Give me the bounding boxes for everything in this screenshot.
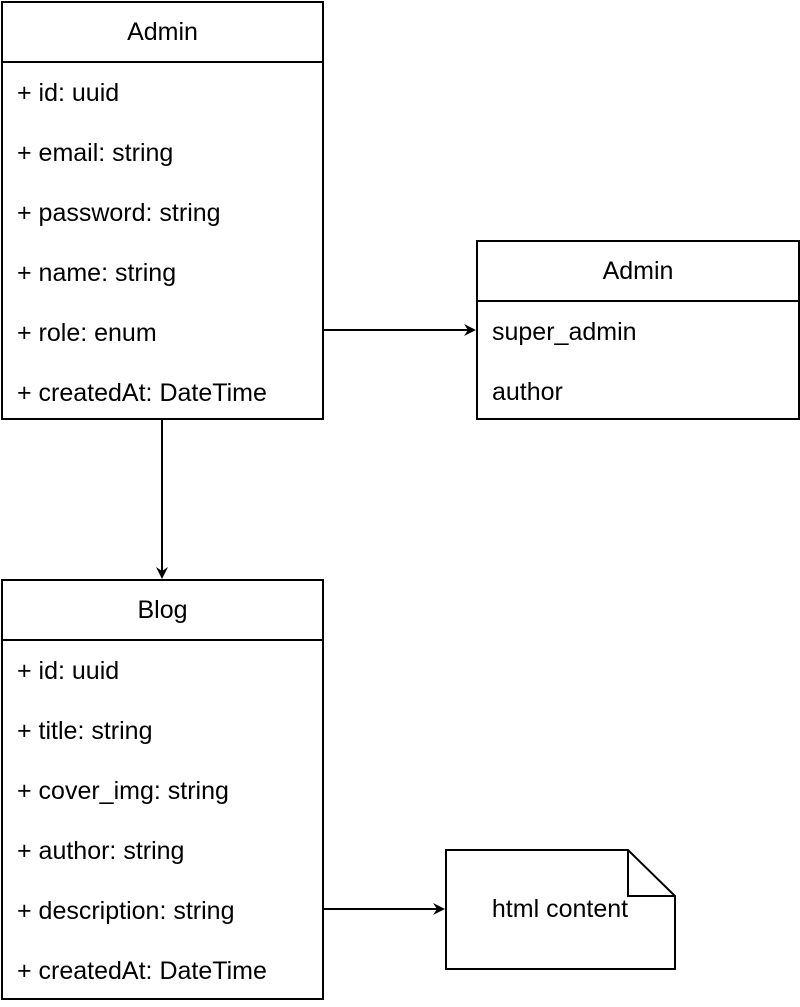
blog-attr-created-at: + createdAt: DateTime xyxy=(17,956,267,985)
role-enum-title: Admin xyxy=(478,242,798,302)
admin-attr-created-at: + createdAt: DateTime xyxy=(17,378,267,407)
admin-attr-password: + password: string xyxy=(17,198,221,227)
role-enum-value-author: author xyxy=(492,377,563,406)
admin-attr-email: + email: string xyxy=(17,138,174,167)
admin-attr-id: + id: uuid xyxy=(17,78,120,107)
admin-class-box[interactable]: Admin + id: uuid + email: string + passw… xyxy=(1,1,324,420)
blog-class-title: Blog xyxy=(3,581,322,641)
blog-attr-id: + id: uuid xyxy=(17,656,120,685)
role-enum-box[interactable]: Admin super_admin author xyxy=(476,240,800,420)
blog-attr-title: + title: string xyxy=(17,716,153,745)
note-shape xyxy=(445,849,676,970)
note-fold xyxy=(627,850,675,897)
blog-class-box[interactable]: Blog + id: uuid + title: string + cover_… xyxy=(1,579,324,1000)
role-enum-value-super-admin: super_admin xyxy=(492,317,637,346)
blog-attr-cover-img: + cover_img: string xyxy=(17,776,229,805)
blog-attr-description: + description: string xyxy=(17,896,235,925)
html-content-note-label: html content xyxy=(491,895,629,923)
admin-attr-role: + role: enum xyxy=(17,318,157,347)
admin-class-title: Admin xyxy=(3,3,322,63)
admin-attr-name: + name: string xyxy=(17,258,177,287)
blog-attr-author: + author: string xyxy=(17,836,185,865)
